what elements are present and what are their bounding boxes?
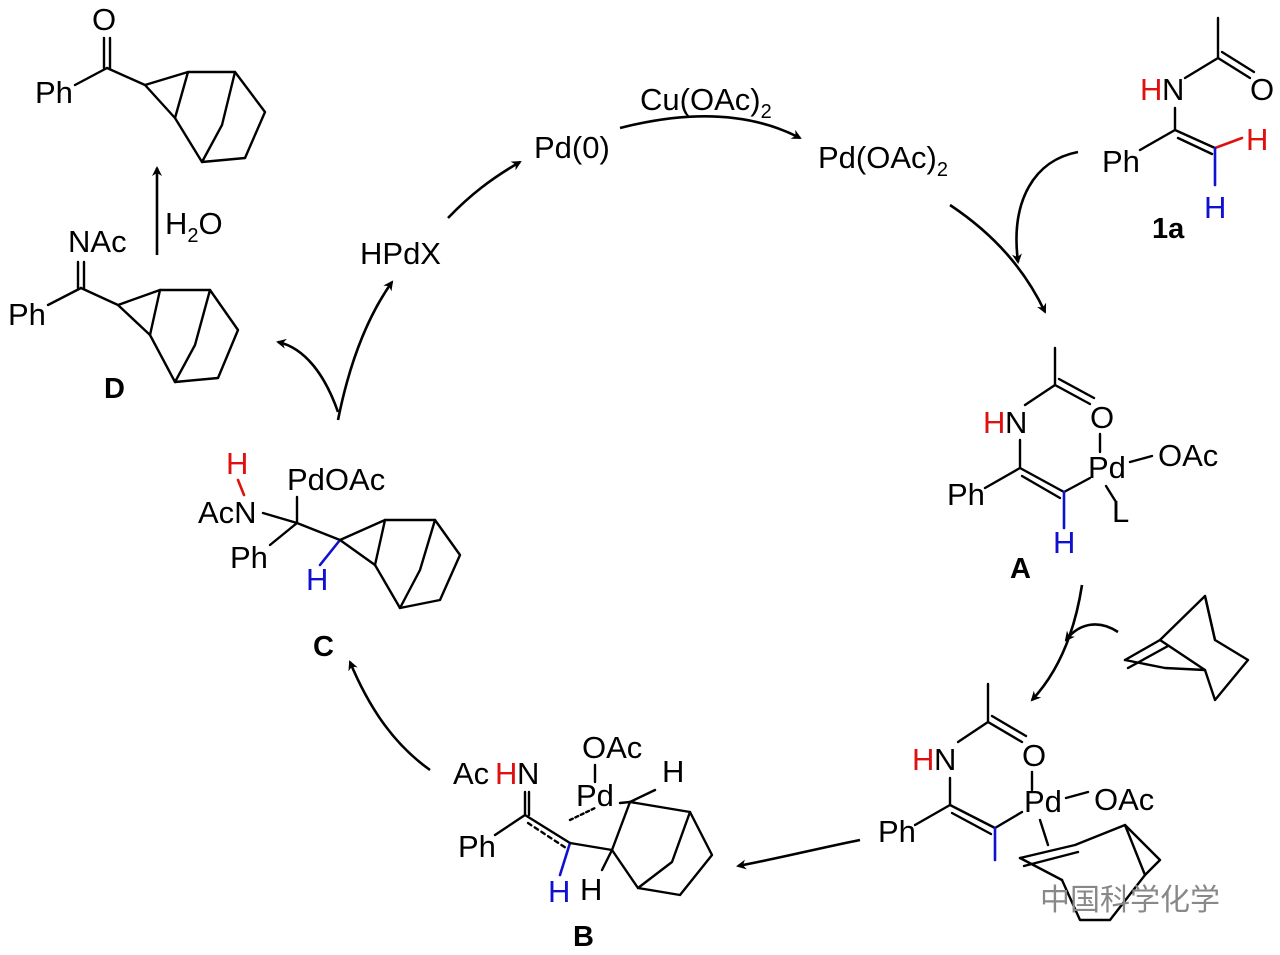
label-1a: 1a	[1152, 213, 1185, 245]
arrow-C-to-D	[276, 338, 340, 413]
svg-text:H: H	[1204, 190, 1226, 225]
pd0-label: Pd(0)	[534, 130, 610, 165]
norbornene-reagent	[1123, 594, 1250, 702]
arrow-1a-entry	[1012, 150, 1079, 264]
arrow-B-to-C	[348, 660, 431, 772]
svg-text:O: O	[1250, 72, 1274, 107]
svg-text:O: O	[92, 2, 116, 37]
svg-text:N: N	[934, 742, 956, 777]
svg-text:AcN: AcN	[198, 495, 257, 530]
svg-text:O: O	[1022, 738, 1046, 773]
svg-text:H: H	[495, 756, 517, 791]
reagent-labels: Pd(0) Cu(OAc)2 Pd(OAc)2 HPdX H2O	[165, 82, 948, 271]
arrow-complex-to-B	[736, 838, 861, 870]
svg-text:H: H	[1246, 122, 1268, 157]
pd-norbornene-complex: O H N Pd OAc Ph	[878, 682, 1162, 922]
svg-text:N: N	[1005, 405, 1027, 440]
water-label: H2O	[165, 206, 223, 247]
svg-text:O: O	[1090, 400, 1114, 435]
compound-1a: O H N Ph H H 1a	[1102, 16, 1274, 245]
svg-text:H: H	[912, 742, 934, 777]
svg-text:Ph: Ph	[230, 540, 268, 575]
arrow-HPdX-to-Pd0	[447, 160, 522, 219]
svg-text:H: H	[580, 872, 602, 907]
svg-text:Pd: Pd	[1024, 784, 1062, 819]
arrow-C-to-HPdX	[336, 280, 394, 421]
svg-text:H: H	[1053, 525, 1075, 560]
svg-text:N: N	[517, 756, 539, 791]
label-C: C	[313, 631, 334, 663]
svg-text:H: H	[306, 562, 328, 597]
svg-text:H: H	[1140, 72, 1162, 107]
svg-text:NAc: NAc	[68, 224, 127, 259]
svg-text:Ac: Ac	[453, 756, 489, 791]
hpdx-label: HPdX	[360, 236, 441, 271]
label-D: D	[104, 373, 125, 405]
intermediate-C: H AcN PdOAc Ph H C	[198, 446, 462, 663]
label-B: B	[573, 921, 594, 953]
intermediate-B: OAc Pd Ac H N Ph H H H B	[453, 730, 714, 953]
svg-text:OAc: OAc	[1094, 782, 1154, 817]
svg-text:Pd: Pd	[576, 778, 614, 813]
svg-text:Ph: Ph	[458, 829, 496, 864]
arrow-A-to-complex	[1030, 584, 1084, 702]
svg-text:H: H	[662, 754, 684, 789]
svg-text:Ph: Ph	[8, 297, 46, 332]
intermediate-A: O H N Pd OAc L H Ph A	[947, 346, 1218, 585]
svg-text:Ph: Ph	[878, 814, 916, 849]
svg-text:H: H	[548, 874, 570, 909]
watermark-text: 中国科学化学	[1040, 884, 1220, 917]
pdoac2-label: Pd(OAc)2	[818, 140, 948, 181]
svg-text:L: L	[1112, 494, 1129, 529]
svg-text:H: H	[226, 446, 248, 481]
svg-text:PdOAc: PdOAc	[287, 462, 385, 497]
svg-text:Ph: Ph	[35, 75, 73, 110]
arrow-pdoac-to-A	[949, 203, 1047, 314]
svg-text:OAc: OAc	[1158, 438, 1218, 473]
svg-text:OAc: OAc	[582, 730, 642, 765]
svg-text:N: N	[1162, 72, 1184, 107]
arrow-pd0-to-pdoac	[619, 114, 802, 140]
svg-text:Ph: Ph	[947, 477, 985, 512]
intermediate-D: NAc Ph D	[8, 224, 240, 405]
cycle-arrows	[152, 114, 1119, 870]
label-A: A	[1010, 553, 1031, 585]
cuoac2-label: Cu(OAc)2	[640, 82, 772, 123]
svg-text:H: H	[983, 405, 1005, 440]
product-ketone: O Ph	[35, 2, 267, 164]
arrow-norbornene-entry	[1064, 623, 1119, 642]
svg-text:Ph: Ph	[1102, 144, 1140, 179]
svg-text:Pd: Pd	[1088, 450, 1126, 485]
